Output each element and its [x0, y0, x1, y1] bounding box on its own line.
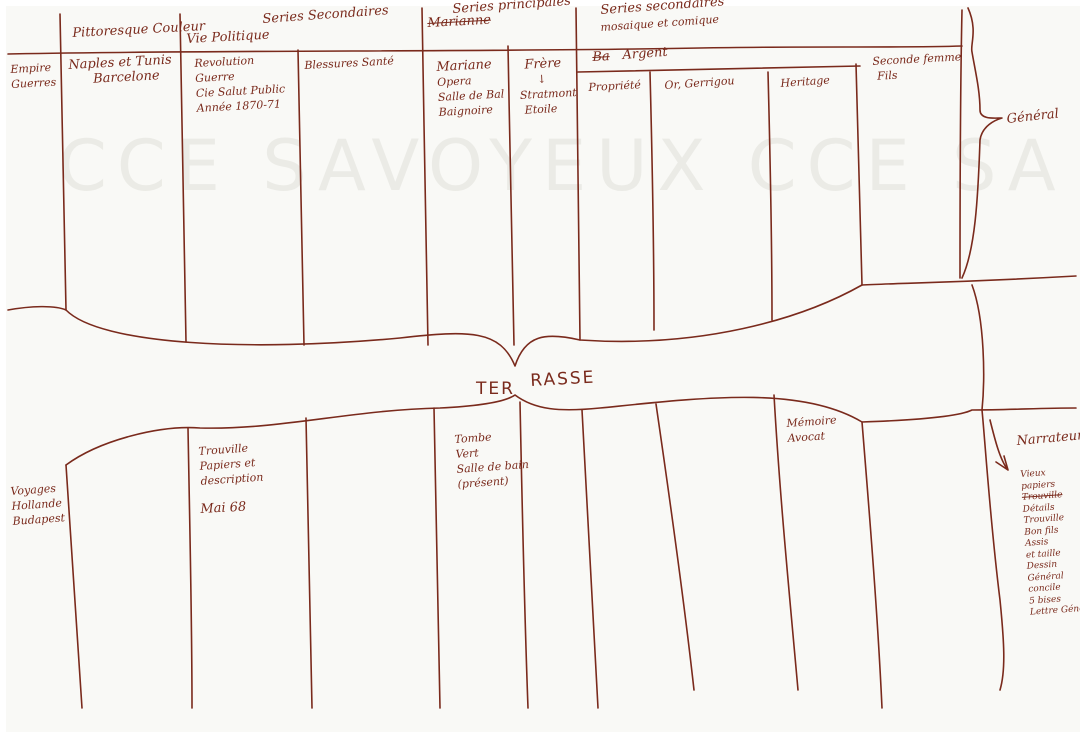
col-line-9b [861, 421, 883, 709]
cell-mai68: Mai 68 [200, 499, 247, 517]
col-line-4 [421, 7, 429, 346]
cell-naples: Naples et Tunis Barcelone [68, 52, 173, 87]
col-line-3b [305, 417, 313, 709]
col-line-6b [581, 409, 599, 709]
col-line-10 [959, 9, 963, 279]
terrasse-top [7, 275, 1077, 367]
col-line-5b [519, 401, 529, 709]
col-line-1 [59, 13, 67, 311]
col-line-8b [773, 394, 799, 691]
col-line-1b [65, 464, 83, 709]
col-line-9 [855, 63, 863, 286]
bracket-arrow [989, 419, 1009, 471]
terrasse-left: TER [476, 379, 515, 399]
paper-sheet [6, 6, 1080, 732]
terrasse-right: RASSE [529, 367, 596, 391]
cell-memoire: Mémoire Avocat [786, 413, 837, 445]
col-line-7b [655, 403, 695, 691]
argent-rule [577, 65, 861, 73]
cell-seconde-femme: Seconde femme Fils [872, 50, 962, 83]
header-argent: Argent [622, 44, 669, 63]
cell-revolution: Revolution Guerre Cie Salut Public Année… [194, 53, 286, 115]
col-line-7 [649, 71, 655, 331]
col-line-5 [507, 45, 515, 346]
terrasse-bottom [65, 394, 1077, 466]
cell-tombe: Tombe Vert Salle de bain (présent) [454, 430, 530, 491]
argent-struck: Ba [592, 49, 611, 65]
watermark: CCE SAVOYEUX CCE SA [58, 125, 1066, 207]
cell-mariane: Mariane Opera Salle de Bal Baignoire [436, 57, 505, 119]
cell-propriete: Propriété [588, 78, 642, 94]
col-line-6 [575, 7, 581, 341]
narrateur-list: Vieux papiers Trouville Détails Trouvill… [1020, 468, 1080, 618]
cell-empire: Empire Guerres [10, 60, 57, 91]
header-rule [7, 45, 963, 55]
bracket-right-lower [971, 284, 1005, 691]
cell-frere: Frère ↓ Stratmont Etoile [519, 55, 577, 117]
brace-right [961, 7, 1003, 279]
col-line-2b [187, 427, 193, 709]
cell-voyages: Voyages Hollande Budapest [10, 481, 66, 528]
col-line-2 [179, 13, 187, 343]
cell-trouville: Trouville Papiers et description [198, 441, 264, 488]
col-line-3 [297, 49, 305, 346]
col-line-8 [767, 71, 773, 321]
col-line-4b [433, 407, 441, 709]
